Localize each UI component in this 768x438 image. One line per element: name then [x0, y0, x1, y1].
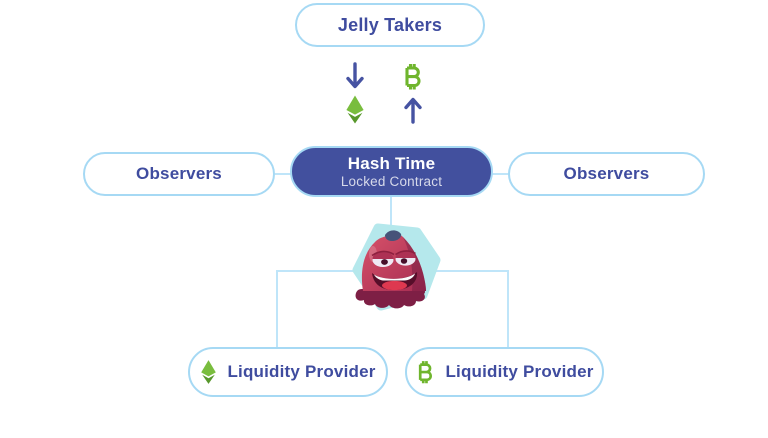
- htlc-subtitle: Locked Contract: [340, 173, 443, 189]
- connector-observers-right: [492, 173, 509, 175]
- connector-left-provider: [276, 270, 278, 347]
- observers-left-node: Observers: [83, 152, 275, 196]
- connector-right-provider: [507, 270, 509, 347]
- ethereum-icon: [200, 359, 217, 385]
- jelly-takers-label: Jelly Takers: [337, 14, 443, 35]
- htlc-title: Hash Time: [347, 153, 436, 173]
- liquidity-provider-btc-label: Liquidity Provider: [445, 362, 594, 381]
- hash-time-locked-contract-node: Hash Time Locked Contract: [290, 146, 493, 197]
- arrow-down-icon: [346, 62, 364, 95]
- bitcoin-icon: [401, 62, 424, 96]
- liquidity-provider-btc-node: Liquidity Provider: [405, 347, 604, 397]
- arrow-up-icon: [404, 96, 422, 129]
- observers-left-label: Observers: [136, 164, 222, 183]
- observers-right-node: Observers: [508, 152, 705, 196]
- observers-right-label: Observers: [563, 164, 650, 183]
- liquidity-provider-eth-node: Liquidity Provider: [188, 347, 388, 397]
- bitcoin-icon: [415, 359, 435, 385]
- jelly-mascot: [326, 220, 456, 315]
- connector-observers-left: [275, 173, 291, 175]
- liquidity-provider-eth-label: Liquidity Provider: [227, 362, 376, 381]
- ethereum-icon: [345, 95, 365, 129]
- jelly-takers-node: Jelly Takers: [295, 3, 485, 47]
